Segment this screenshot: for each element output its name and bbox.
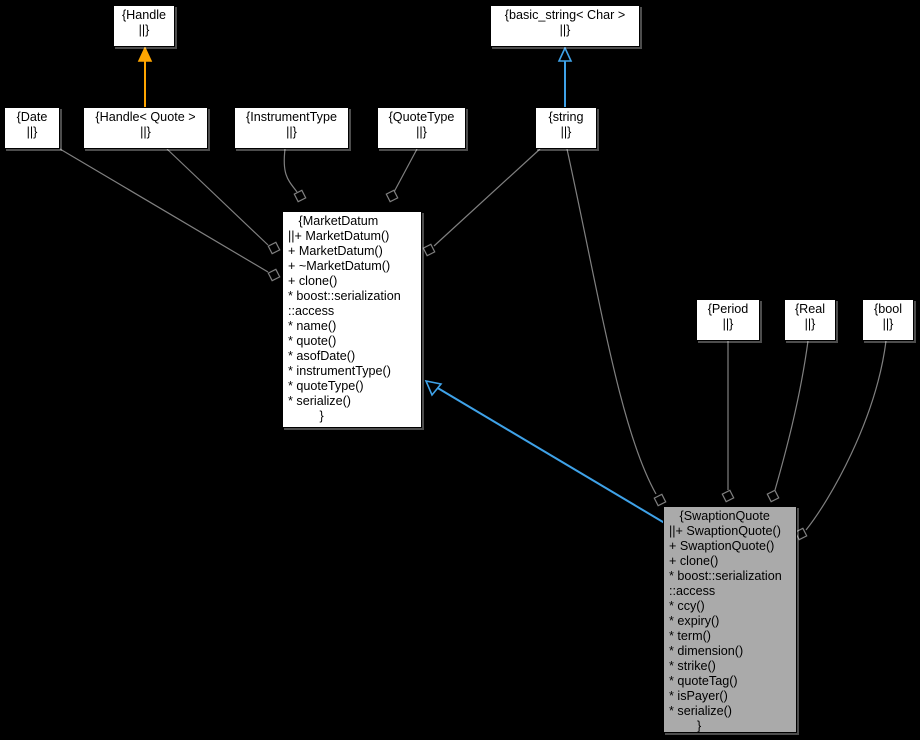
edge-bool-aggregates-swaption-quote-line xyxy=(805,340,887,531)
edge-string-inherits-basic-string-arrowhead xyxy=(557,46,573,62)
node-line: * term() xyxy=(669,629,711,643)
node-line: {QuoteType xyxy=(388,110,455,124)
edge-handle-quote-aggregates-market-datum-diamond xyxy=(267,241,281,255)
instrument-type-node[interactable]: {InstrumentType||} xyxy=(234,107,349,149)
node-line: } xyxy=(669,719,702,733)
period-node[interactable]: {Period||} xyxy=(696,299,760,341)
edge-quote-type-aggregates-market-datum-diamond xyxy=(385,189,399,203)
edge-real-aggregates-swaption-quote-line xyxy=(774,340,809,491)
real-node[interactable]: {Real||} xyxy=(784,299,836,341)
edge-swaption-quote-inherits-market-datum[interactable] xyxy=(424,379,669,526)
node-line: {MarketDatum xyxy=(288,214,379,228)
node-line: ||} xyxy=(286,125,297,139)
node-line: * name() xyxy=(288,319,337,333)
handle-node[interactable]: {Handle||} xyxy=(113,5,175,47)
edge-swaption-quote-inherits-market-datum-line xyxy=(435,386,669,526)
swaption-quote-node[interactable]: {SwaptionQuote||+ SwaptionQuote()+ Swapt… xyxy=(663,506,797,733)
edge-bool-aggregates-swaption-quote[interactable] xyxy=(793,340,887,542)
node-line: + ~MarketDatum() xyxy=(288,259,391,273)
node-line: ||} xyxy=(26,125,38,139)
edge-period-aggregates-swaption-quote[interactable] xyxy=(720,341,735,504)
node-line: ||} xyxy=(804,317,816,331)
node-line: * strike() xyxy=(669,659,716,673)
node-line: + MarketDatum() xyxy=(288,244,383,258)
edge-date-aggregates-market-datum-line xyxy=(59,148,269,273)
node-line: * quote() xyxy=(288,334,337,348)
edge-date-aggregates-market-datum[interactable] xyxy=(59,148,282,283)
node-line: * boost::serialization xyxy=(669,569,782,583)
node-line: {bool xyxy=(873,302,903,316)
edge-real-aggregates-swaption-quote-diamond xyxy=(766,489,780,503)
node-line: ||} xyxy=(560,125,572,139)
node-line: * quoteType() xyxy=(288,379,364,393)
node-line: ||} xyxy=(138,23,150,37)
node-line: + clone() xyxy=(669,554,719,568)
bool-node[interactable]: {bool||} xyxy=(862,299,914,341)
edge-string-inherits-basic-string[interactable] xyxy=(557,46,573,107)
edge-string-aggregates-swaption-quote-line xyxy=(566,148,657,495)
node-line: * instrumentType() xyxy=(288,364,391,378)
basic-string-node[interactable]: {basic_string< Char >||} xyxy=(490,5,640,47)
handle-quote-node[interactable]: {Handle< Quote >||} xyxy=(83,107,208,149)
node-line: * serialize() xyxy=(669,704,732,718)
edge-handle-quote-inherits-handle-arrowhead xyxy=(137,46,153,62)
edge-string-aggregates-market-datum-diamond xyxy=(422,243,436,257)
edge-quote-type-aggregates-market-datum-line xyxy=(393,148,418,193)
node-line: ::access xyxy=(669,584,716,598)
edge-string-aggregates-market-datum-line xyxy=(433,148,541,247)
edge-bool-aggregates-swaption-quote-diamond xyxy=(794,527,808,541)
node-line: ||} xyxy=(882,317,894,331)
edge-period-aggregates-swaption-quote-diamond xyxy=(721,489,735,503)
node-line: {Period xyxy=(707,302,749,316)
node-line: {Handle< Quote > xyxy=(95,110,196,124)
node-line: {Handle xyxy=(121,8,167,22)
node-line: * ccy() xyxy=(669,599,705,613)
edge-string-aggregates-swaption-quote-diamond xyxy=(653,493,667,507)
edge-quote-type-aggregates-market-datum[interactable] xyxy=(384,148,418,204)
node-line: * quoteTag() xyxy=(669,674,738,688)
node-line: ::access xyxy=(288,304,335,318)
node-line: * boost::serialization xyxy=(288,289,401,303)
edge-handle-quote-inherits-handle[interactable] xyxy=(137,46,153,107)
node-line: {Date xyxy=(16,110,48,124)
node-line: ||} xyxy=(722,317,734,331)
node-line: * dimension() xyxy=(669,644,744,658)
edge-instrument-type-aggregates-market-datum-line xyxy=(283,148,298,193)
quote-type-node[interactable]: {QuoteType||} xyxy=(377,107,466,149)
node-line: {string xyxy=(548,110,584,124)
node-line: * expiry() xyxy=(669,614,720,628)
edge-handle-quote-aggregates-market-datum[interactable] xyxy=(166,148,282,256)
edge-handle-quote-aggregates-market-datum-line xyxy=(166,148,269,246)
node-line: * asofDate() xyxy=(288,349,356,363)
node-line: {SwaptionQuote xyxy=(669,509,770,523)
edge-instrument-type-aggregates-market-datum-diamond xyxy=(293,189,307,203)
edge-date-aggregates-market-datum-diamond xyxy=(267,268,281,282)
node-line: ||} xyxy=(416,125,427,139)
node-line: {Real xyxy=(794,302,826,316)
market-datum-node[interactable]: {MarketDatum||+ MarketDatum()+ MarketDat… xyxy=(282,211,422,428)
string-node[interactable]: {string||} xyxy=(535,107,597,149)
edge-string-aggregates-market-datum[interactable] xyxy=(421,148,541,258)
date-node[interactable]: {Date||} xyxy=(4,107,60,149)
node-line: ||} xyxy=(559,23,571,37)
node-line: ||+ SwaptionQuote() xyxy=(669,524,781,538)
node-line: {InstrumentType xyxy=(245,110,337,124)
node-line: + clone() xyxy=(288,274,338,288)
node-line: } xyxy=(288,409,324,423)
node-line: ||+ MarketDatum() xyxy=(288,229,390,243)
edge-real-aggregates-swaption-quote[interactable] xyxy=(765,340,809,504)
node-line: ||} xyxy=(140,125,151,139)
edge-instrument-type-aggregates-market-datum[interactable] xyxy=(283,148,307,204)
node-line: * isPayer() xyxy=(669,689,728,703)
edge-string-aggregates-swaption-quote[interactable] xyxy=(566,148,668,508)
node-line: * serialize() xyxy=(288,394,351,408)
node-line: {basic_string< Char > xyxy=(504,8,626,22)
edge-swaption-quote-inherits-market-datum-arrowhead xyxy=(424,379,443,397)
node-line: + SwaptionQuote() xyxy=(669,539,775,553)
